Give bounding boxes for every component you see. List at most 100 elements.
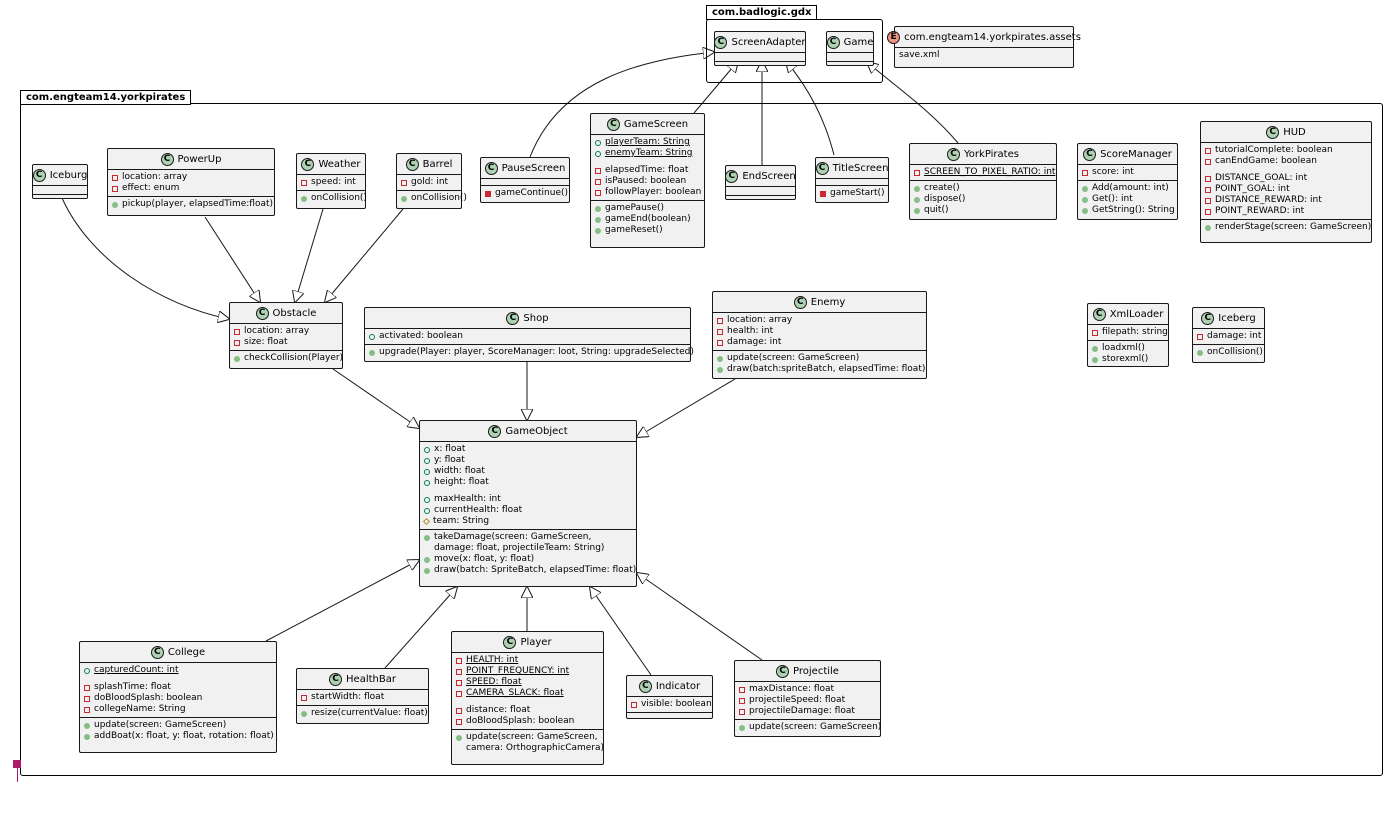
method: update(screen: GameScreen): [717, 353, 922, 364]
method: quit(): [914, 205, 1052, 216]
class-name: PowerUp: [177, 153, 222, 165]
class-name: EndScreen: [742, 170, 796, 182]
cursor-marker-line: [17, 768, 18, 782]
enum-value: save.xml: [899, 50, 940, 60]
method: create(): [914, 183, 1052, 194]
field: activated: boolean: [369, 331, 686, 342]
class-icon: C: [506, 311, 520, 325]
field: playerTeam: String: [595, 137, 700, 148]
field: POINT_FREQUENCY: int: [456, 666, 599, 677]
class-icon: C: [725, 169, 739, 183]
field: health: int: [717, 326, 922, 337]
field: enemyTeam: String: [595, 148, 700, 159]
method: gameStart(): [820, 188, 885, 199]
class-icon: C: [815, 161, 829, 175]
field: POINT_GOAL: int: [1205, 184, 1367, 195]
method: GetString(): String: [1082, 205, 1175, 216]
class-icon: C: [606, 117, 620, 131]
edge-projectile-gameobject: [637, 573, 763, 661]
method: pickup(player, elapsedTime:float): [112, 199, 273, 210]
field: height: float: [424, 477, 632, 488]
field: CAMERA_SLACK: float: [456, 688, 599, 699]
field: splashTime: float: [84, 682, 272, 693]
field: DISTANCE_REWARD: int: [1205, 195, 1367, 206]
class-name: GameScreen: [623, 118, 689, 130]
edge-barrel-obstacle: [325, 208, 404, 302]
class-name: Iceberg: [1218, 312, 1256, 324]
class-name: com.engteam14.yorkpirates.assets: [904, 31, 1081, 43]
class-name: Shop: [523, 312, 549, 324]
package-yorkpirates-label: com.engteam14.yorkpirates: [20, 90, 192, 105]
field: team: String: [422, 516, 632, 527]
field: gold: int: [401, 177, 457, 188]
field: damage: int: [1197, 331, 1261, 342]
class-icon: C: [1201, 311, 1215, 325]
field: followPlayer: boolean: [595, 187, 701, 198]
class-icon: C: [32, 168, 46, 182]
field: capturedCount: int: [84, 665, 272, 676]
class-name: ScreenAdapter: [731, 36, 806, 48]
field: location: array: [234, 326, 338, 337]
class-icon: C: [776, 664, 790, 678]
method: update(screen: GameScreen,: [456, 732, 599, 743]
field: collegeName: String: [84, 704, 272, 715]
class-icon: C: [488, 424, 502, 438]
field: effect: enum: [112, 183, 270, 194]
edge-healthbar-gameobject: [384, 587, 457, 669]
field: size: float: [234, 337, 338, 348]
class-name: TitleScreen: [832, 162, 889, 174]
class-icon: C: [714, 35, 728, 49]
class-name: Iceburg: [49, 169, 88, 181]
class-icon: C: [329, 672, 343, 686]
method: draw(batch:spriteBatch, elapsedTime: flo…: [717, 364, 925, 375]
class-name: YorkPirates: [964, 148, 1019, 160]
class-name: XmlLoader: [1109, 308, 1164, 320]
field: projectileSpeed: float: [739, 695, 876, 706]
class-name: Obstacle: [272, 307, 317, 319]
method: loadxml(): [1092, 343, 1164, 354]
class-name: Weather: [318, 158, 361, 170]
edge-weather-obstacle: [295, 208, 324, 302]
package-gdx-label: com.badlogic.gdx: [706, 5, 818, 20]
package-yorkpirates: [20, 103, 1383, 776]
method: update(screen: GameScreen): [84, 720, 272, 731]
method: dispose(): [914, 194, 1052, 205]
method: gameEnd(boolean): [595, 214, 700, 225]
edge-indicator-gameobject: [590, 587, 652, 676]
class-icon: C: [503, 635, 517, 649]
method: update(screen: GameScreen): [739, 722, 881, 733]
class-icon: C: [160, 152, 174, 166]
field: y: float: [424, 455, 632, 466]
class-name: Indicator: [655, 680, 701, 692]
method: move(x: float, y: float): [424, 554, 632, 565]
class-icon: C: [947, 147, 961, 161]
method: draw(batch: SpriteBatch, elapsedTime: fl…: [424, 565, 636, 576]
field: doBloodSplash: boolean: [456, 716, 599, 727]
